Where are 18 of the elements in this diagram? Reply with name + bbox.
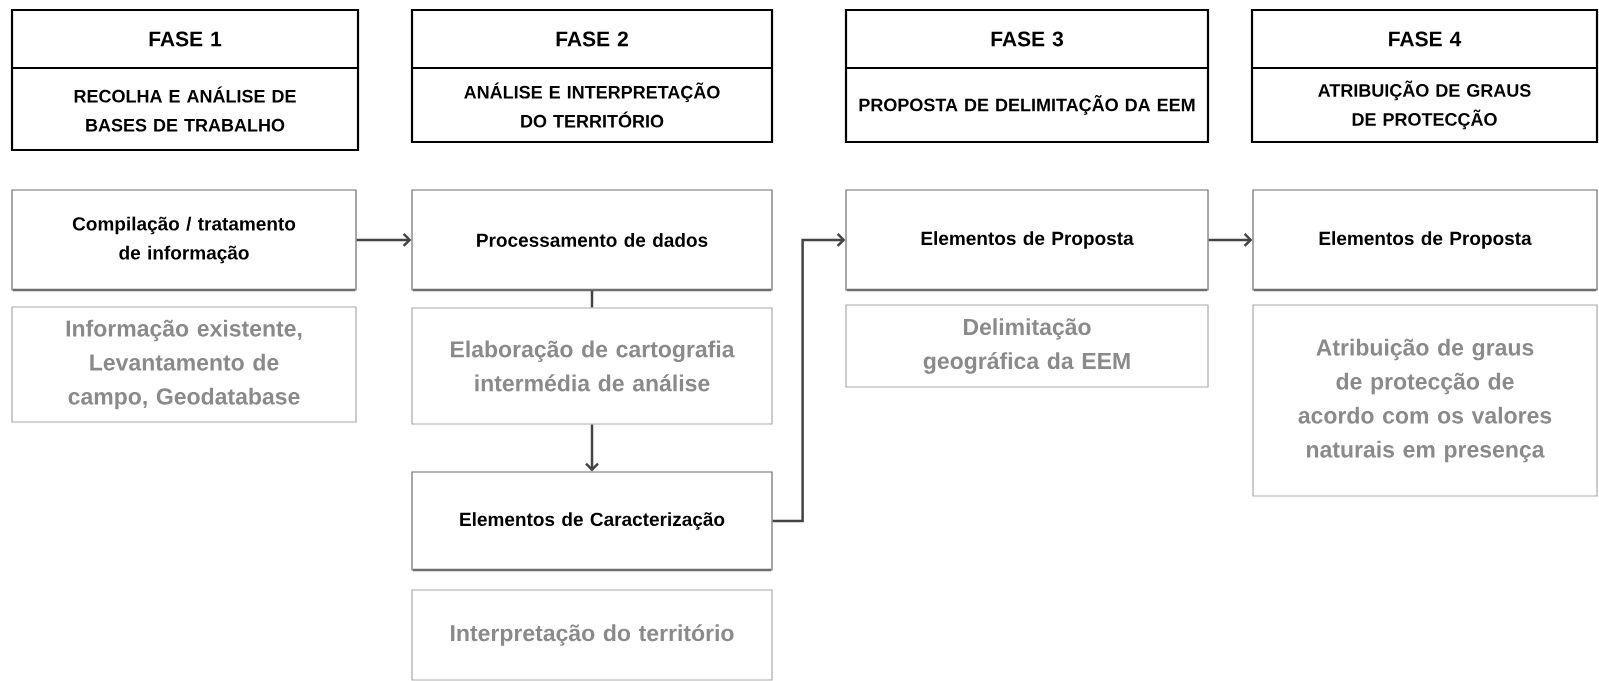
description-box: Delimitação geográfica da EEM [845,304,1209,388]
process-box: Elementos de Proposta [845,189,1209,291]
process-box: Elementos de Caracterização [411,471,773,571]
process-box: Elementos de Proposta [1252,189,1598,291]
process-box: Processamento de dados [411,189,773,291]
phase-header: FASE 3 PROPOSTA DE DELIMITAÇÃO DA EEM [844,8,1210,144]
phase-header: FASE 4 ATRIBUIÇÃO DE GRAUS DE PROTECÇÃO [1250,8,1599,144]
description-box: Atribuição de graus de protecção de acordo com os valores naturais em presença [1252,304,1598,497]
phase-header: FASE 1 RECOLHA E ANÁLISE DE BASES DE TRABALHO [10,8,360,152]
arrow [772,233,846,523]
description-box: Informação existente, Levantamento de campo, Geodatabase [11,306,357,423]
description-box: Elaboração de cartografia intermédia de análise [411,307,773,425]
process-box: Compilação / tratamento de informação [11,189,357,291]
arrow [585,424,599,472]
arrow [1208,233,1253,247]
arrow [356,233,412,247]
phase-header: FASE 2 ANÁLISE E INTERPRETAÇÃO DO TERRITÓRIO [410,8,774,144]
description-box: Interpretação do território [411,589,773,681]
